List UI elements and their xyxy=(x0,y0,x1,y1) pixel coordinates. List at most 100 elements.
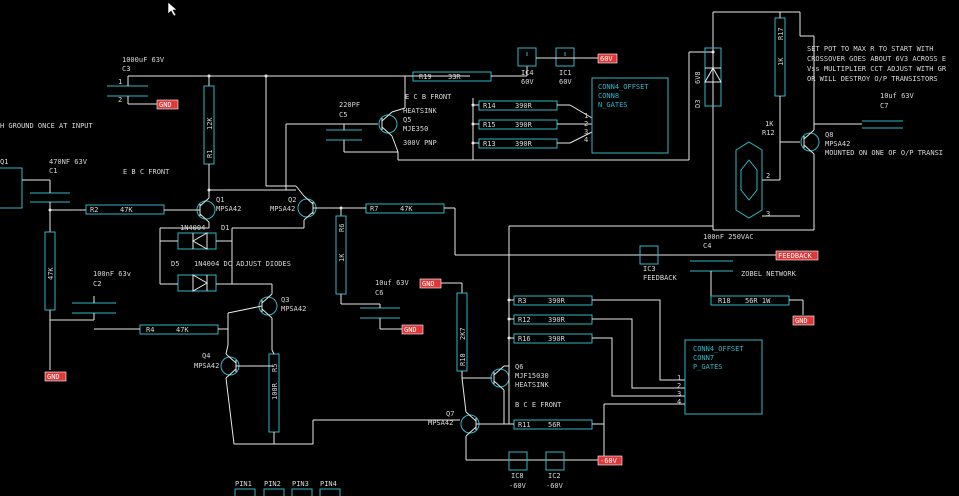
resistor-r17[interactable]: 1K R17 xyxy=(774,17,786,97)
resistor-r15[interactable]: R15 390R xyxy=(478,119,558,130)
transistor-q6[interactable] xyxy=(490,365,510,391)
svg-text:IC2: IC2 xyxy=(548,472,561,480)
feedback-tag: FEEDBACK xyxy=(775,250,819,261)
q6-type: MJF15030 xyxy=(515,372,549,380)
resistor-r18[interactable]: R18 56R 1W xyxy=(710,295,790,306)
ic4-connector[interactable]: IC4 60V xyxy=(517,47,537,86)
capacitor-c7[interactable] xyxy=(862,120,903,129)
resistor-r19[interactable]: R19 33R xyxy=(412,71,492,82)
resistor-r12[interactable]: R12 390R xyxy=(513,314,593,325)
q7-ref: Q7 xyxy=(446,410,454,418)
zener-d3[interactable]: 6V8 D3 xyxy=(694,47,722,108)
svg-text:GND: GND xyxy=(404,326,417,334)
q5-note1: HEATSINK xyxy=(403,107,438,115)
resistor-r1[interactable]: 12K R1 xyxy=(203,85,215,165)
capacitor-c3[interactable]: 1 2 xyxy=(107,76,148,104)
svg-text:6V8: 6V8 xyxy=(694,71,702,84)
resistor-r5-left[interactable]: 47K xyxy=(44,231,56,311)
c6-value: 10uf 63V xyxy=(375,279,410,287)
resistor-r13[interactable]: R13 390R xyxy=(478,138,558,149)
svg-text:2: 2 xyxy=(118,96,122,104)
resistor-r4[interactable]: R4 47K xyxy=(139,324,219,335)
input-block xyxy=(0,167,23,209)
svg-text:390R: 390R xyxy=(548,316,566,324)
svg-text:D3: D3 xyxy=(694,100,702,108)
svg-text:IC4: IC4 xyxy=(521,69,534,77)
resistor-r2[interactable]: R2 47K xyxy=(85,204,165,215)
q8-type: MPSA42 xyxy=(825,140,850,148)
q6-ref: Q6 xyxy=(515,363,523,371)
svg-text:-60V: -60V xyxy=(546,482,564,490)
svg-text:R16: R16 xyxy=(518,335,531,343)
ic8-connector[interactable]: IC8 -60V xyxy=(508,451,528,490)
c5-value: 220PF xyxy=(339,101,360,109)
svg-text:-60V: -60V xyxy=(600,457,618,465)
svg-text:47K: 47K xyxy=(120,206,133,214)
ic3-connector[interactable]: IC3 FEEDBACK xyxy=(639,245,678,282)
transistor-q8[interactable] xyxy=(800,129,820,155)
svg-text:CONN8: CONN8 xyxy=(598,92,619,100)
resistor-r7[interactable]: R7 47K xyxy=(365,203,445,214)
c3-value: 1000uF 63V xyxy=(122,56,165,64)
ic2-connector[interactable]: IC2 -60V xyxy=(545,451,565,490)
svg-text:PIN2: PIN2 xyxy=(264,480,281,488)
transistor-q5[interactable] xyxy=(378,107,406,153)
resistor-r16[interactable]: R16 390R xyxy=(513,333,593,344)
transistor-q3[interactable] xyxy=(258,293,278,319)
note-line-1: SET POT TO MAX R TO START WITH xyxy=(807,45,933,53)
svg-text:56R: 56R xyxy=(548,421,561,429)
resistor-r3[interactable]: R3 390R xyxy=(513,295,593,306)
q8-ref: Q8 xyxy=(825,131,833,139)
note-line-4: OR WILL DESTROY O/P TRANSISTORS xyxy=(807,75,938,83)
svg-text:CONN7: CONN7 xyxy=(693,354,714,362)
resistor-r6[interactable]: 1K R6 xyxy=(335,215,347,295)
capacitor-c5[interactable] xyxy=(326,124,362,152)
transistor-q1[interactable] xyxy=(196,197,216,223)
dc-adjust-note: 1N4004 DC ADJUST DIODES xyxy=(194,260,291,268)
svg-text:N_GATES: N_GATES xyxy=(598,101,628,109)
svg-text:100R: 100R xyxy=(271,382,279,400)
v60-tag-top: 60V xyxy=(597,53,618,64)
svg-text:4: 4 xyxy=(677,398,681,406)
svg-text:1: 1 xyxy=(118,78,122,86)
diode-d5[interactable] xyxy=(177,274,217,292)
connector-conn7[interactable]: CONN4_OFFSET CONN7 P_GATES 1 2 3 4 xyxy=(677,339,763,415)
svg-text:2: 2 xyxy=(584,120,588,128)
q5-type: MJE350 xyxy=(403,125,428,133)
resistor-r14[interactable]: R14 390R xyxy=(478,100,558,111)
bce-front: B C E FRONT xyxy=(515,401,562,409)
c4-ref: C4 xyxy=(703,242,711,250)
svg-text:1K: 1K xyxy=(338,253,346,262)
svg-text:IC3: IC3 xyxy=(643,265,656,273)
svg-text:33R: 33R xyxy=(448,73,461,81)
resistor-r11[interactable]: R11 56R xyxy=(513,419,593,430)
zobel-label: ZOBEL NETWORK xyxy=(741,270,797,278)
c1-ref: C1 xyxy=(49,167,57,175)
ic1-connector[interactable]: IC1 60V xyxy=(555,47,575,86)
svg-text:GND: GND xyxy=(422,280,435,288)
q2-ref: Q2 xyxy=(288,196,296,204)
svg-text:390R: 390R xyxy=(548,297,566,305)
svg-text:12K: 12K xyxy=(206,117,214,130)
connector-conn8[interactable]: CONN4_OFFSET CONN8 N_GATES 1 2 3 4 xyxy=(584,77,669,154)
svg-text:56R 1W: 56R 1W xyxy=(745,297,771,305)
svg-text:2K7: 2K7 xyxy=(459,327,467,340)
capacitor-c2[interactable] xyxy=(72,302,116,314)
capacitor-c1[interactable] xyxy=(30,180,70,210)
transistor-q2[interactable] xyxy=(297,195,323,221)
pot-ref: R12 xyxy=(762,129,775,137)
gnd-tag-left: GND xyxy=(44,371,67,382)
potentiometer-r12[interactable]: 2 3 xyxy=(735,141,770,219)
svg-text:R4: R4 xyxy=(146,326,154,334)
q2-type: MPSA42 xyxy=(270,205,295,213)
diode-d1[interactable] xyxy=(177,232,217,250)
svg-text:P_GATES: P_GATES xyxy=(693,363,723,371)
capacitor-c6[interactable] xyxy=(360,307,400,319)
svg-text:3: 3 xyxy=(677,390,681,398)
capacitor-c4[interactable] xyxy=(690,260,733,272)
q4-ref: Q4 xyxy=(202,352,210,360)
resistor-r10[interactable]: 2K7 R10 xyxy=(456,292,468,372)
q3-type: MPSA42 xyxy=(281,305,306,313)
svg-text:IC1: IC1 xyxy=(559,69,572,77)
